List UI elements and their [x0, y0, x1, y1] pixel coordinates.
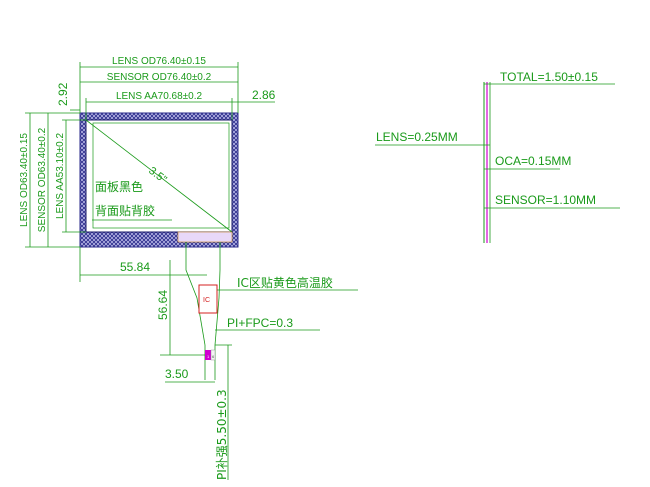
stack-sensor-label: SENSOR=1.10MM: [495, 193, 596, 207]
dim-top-left: 2.92: [56, 82, 70, 106]
stackup-diagram: [375, 82, 620, 243]
fpc-tail: [79, 242, 358, 480]
lens-od-label: LENS OD76.40±0.15: [112, 56, 206, 67]
stack-total-label: TOTAL=1.50±0.15: [500, 70, 598, 84]
fpc-contact-pad: [205, 350, 211, 360]
dim-5584: 55.84: [120, 260, 150, 274]
ic-note: IC区贴黄色高温胶: [237, 275, 333, 290]
dim-top-right: 2.86: [252, 88, 276, 102]
top-dimensions: [70, 62, 275, 120]
left-dimensions: [25, 112, 86, 248]
stack-lens-label: LENS=0.25MM: [376, 130, 458, 144]
panel-outline: [79, 112, 239, 248]
ic-label: IC: [203, 297, 210, 304]
pin-1-label: 1: [207, 354, 210, 359]
adhesive-note: 背面贴背胶: [95, 203, 155, 218]
sensor-od-vertical-label: SENSOR OD63.40±0.2: [37, 127, 48, 232]
pi-fpc-label: PI+FPC=0.3: [227, 316, 293, 330]
panel-color-note: 面板黑色: [95, 180, 143, 194]
pi-stiffener-label: PI补强5.50±0.3: [215, 389, 229, 480]
dim-5664: 56.64: [156, 290, 170, 320]
lens-aa-vertical-label: LENS AA53.10±0.2: [55, 133, 66, 220]
sensor-od-label: SENSOR OD76.40±0.2: [107, 72, 212, 83]
lens-aa-label: LENS AA70.68±0.2: [116, 91, 203, 102]
pin-6-label: 6: [212, 354, 215, 359]
lens-od-vertical-label: LENS OD63.40±0.15: [19, 133, 30, 227]
dim-350: 3.50: [165, 367, 189, 381]
diagonal-line: [85, 119, 233, 233]
stack-oca-label: OCA=0.15MM: [495, 154, 571, 168]
fpc-contact-pad: [210, 349, 216, 361]
